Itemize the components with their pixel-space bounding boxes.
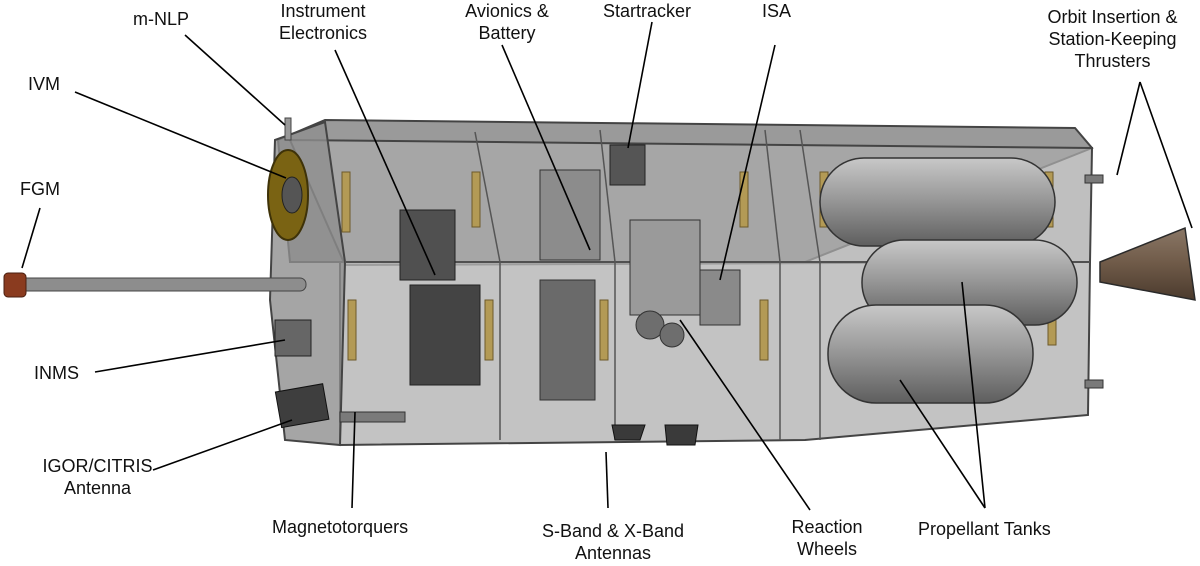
leader-propellant-tanks-2: [961, 281, 986, 509]
label-startracker: Startracker: [603, 1, 692, 21]
label-instrument-electronics: Instrument Electronics: [278, 1, 368, 43]
startracker-unit: [609, 144, 646, 186]
leader-thrusters-2: [1139, 81, 1193, 229]
sband-xband-antennas: [611, 424, 699, 446]
avionics-battery-stack: [539, 169, 601, 401]
leader-inms: [94, 339, 286, 373]
station-keeping-thrusters: [1084, 174, 1104, 389]
fgm-boom: [3, 272, 307, 298]
label-reaction-wheels: Reaction Wheels: [791, 517, 863, 559]
igor-citris-antenna-unit: [274, 383, 330, 429]
leader-instrument-electronics: [334, 49, 436, 276]
label-ivm: IVM: [28, 74, 61, 94]
label-propellant-tanks: Propellant Tanks: [918, 519, 1051, 539]
propellant-tanks: [819, 157, 1078, 404]
leader-thrusters-1: [1116, 81, 1141, 176]
thruster-nozzle: [1099, 226, 1196, 301]
leader-sband-xband: [605, 451, 609, 509]
leader-fgm: [21, 207, 41, 269]
label-thrusters: Orbit Insertion & Station-Keeping Thrust…: [1047, 7, 1178, 71]
internal-panels: [345, 129, 1090, 440]
label-m-nlp: m-NLP: [133, 9, 190, 29]
leader-ivm: [74, 91, 287, 179]
label-magnetotorquers: Magnetotorquers: [272, 517, 409, 537]
label-fgm: FGM: [20, 179, 60, 199]
leader-magnetotorquers: [351, 411, 356, 509]
leader-propellant-tanks-1: [899, 379, 986, 509]
label-isa: ISA: [762, 1, 792, 21]
leader-m-nlp: [184, 34, 286, 126]
label-igor-citris: IGOR/CITRIS Antenna: [42, 456, 153, 498]
reaction-wheels-unit: [635, 310, 685, 348]
inms-unit: [274, 319, 312, 357]
label-inms: INMS: [34, 363, 79, 383]
leader-startracker: [627, 21, 653, 149]
label-sband-xband: S-Band & X-Band Antennas: [541, 521, 685, 563]
instrument-electronics-box: [399, 209, 481, 386]
leader-reaction-wheels: [679, 319, 811, 511]
label-avionics-battery: Avionics & Battery: [465, 1, 549, 43]
leader-isa: [719, 44, 776, 281]
ivm-disk: [267, 149, 309, 241]
isa-unit: [629, 219, 741, 326]
leader-lines: [21, 21, 1193, 511]
magnetotorquer-coil: [339, 411, 406, 423]
leader-igor-citris: [152, 419, 293, 471]
leader-avionics-battery: [501, 44, 591, 251]
m-nlp-probe: [284, 117, 292, 141]
